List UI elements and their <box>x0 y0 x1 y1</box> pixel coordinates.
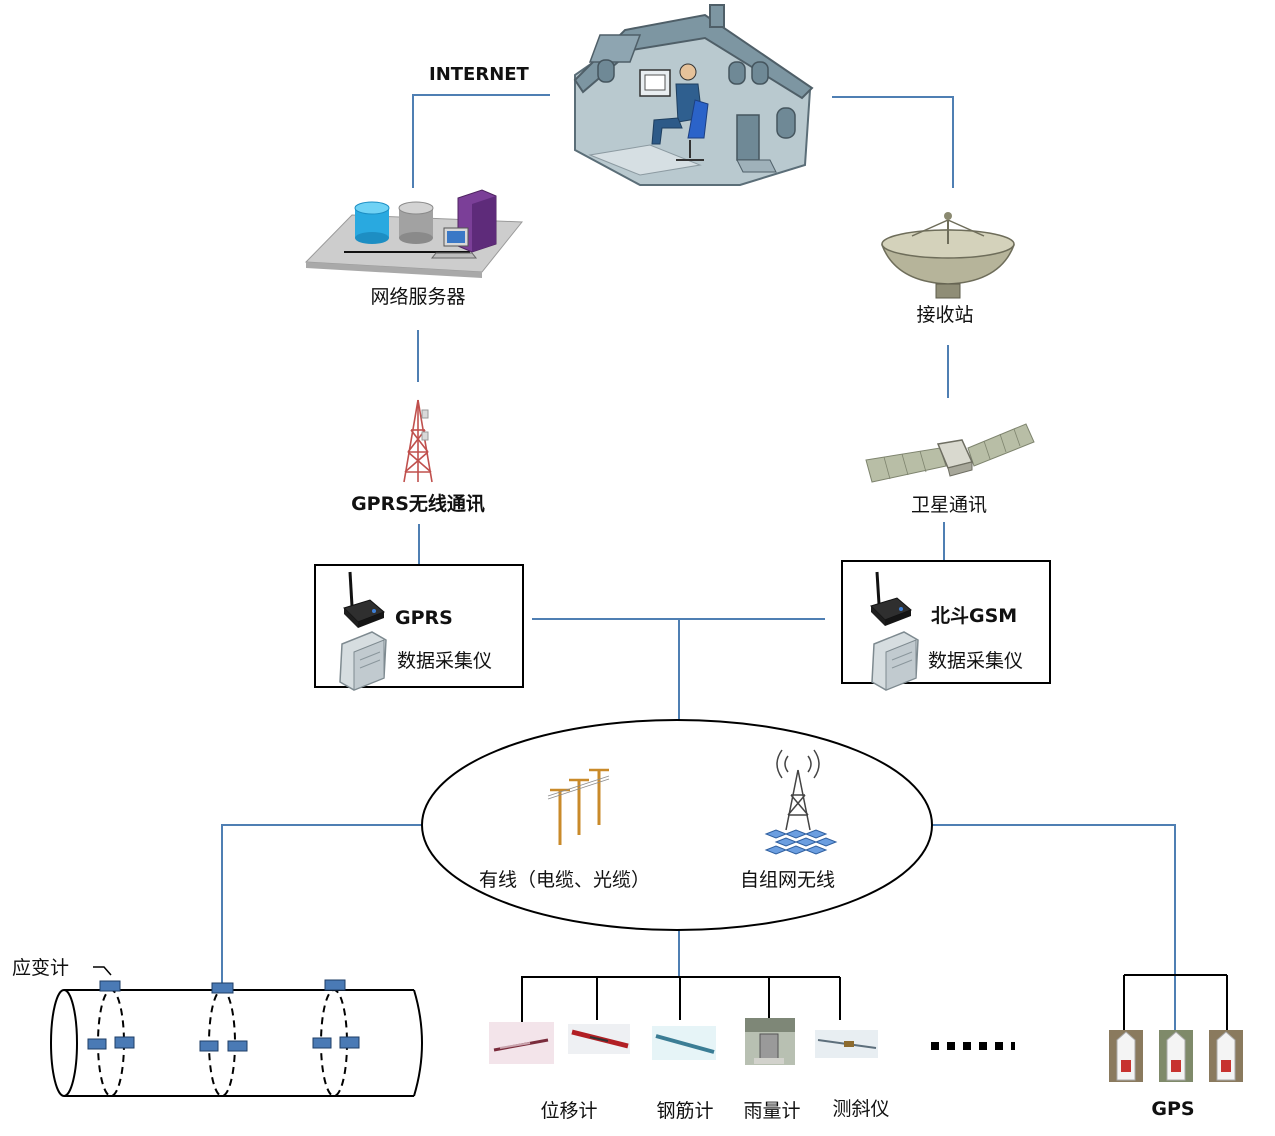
rebar-meter-icon <box>652 1026 716 1060</box>
utility-poles-icon <box>547 768 610 845</box>
gps-marker-icon <box>1109 1030 1143 1082</box>
wireless-mesh-tower-icon <box>764 749 838 855</box>
gprs-logger-title: GPRS <box>395 607 453 629</box>
gprs-modem-icon <box>343 571 385 628</box>
displacement-meter-label: 位移计 <box>540 1100 598 1122</box>
monitoring-house-icon <box>573 4 814 186</box>
rain-gauge-icon <box>745 1018 795 1065</box>
pipe-strain-gauge-icon <box>50 966 423 1097</box>
strain-gauge-label: 应变计 <box>12 957 70 979</box>
displacement-meter-icon <box>489 1022 554 1064</box>
ellipsis-dots-icon <box>931 1042 1015 1050</box>
gprs-logger-subtitle: 数据采集仪 <box>397 650 493 672</box>
gps-marker-icon <box>1159 1030 1193 1082</box>
web-server-label: 网络服务器 <box>370 286 466 308</box>
inclinometer-label: 测斜仪 <box>832 1098 890 1120</box>
inclinometer-icon <box>815 1030 878 1058</box>
beidou-logger-title: 北斗GSM <box>931 605 1018 627</box>
rain-gauge-label: 雨量计 <box>743 1100 801 1122</box>
wired-label: 有线（电缆、光缆） <box>479 869 651 891</box>
satellite-comm-label: 卫星通讯 <box>910 494 988 516</box>
satellite-icon <box>865 423 1035 483</box>
beidou-modem-icon <box>870 571 912 626</box>
web-server-icon <box>304 189 524 278</box>
gps-marker-icon <box>1209 1030 1243 1082</box>
ad-hoc-wireless-label: 自组网无线 <box>740 869 836 891</box>
beidou-logger-device-icon <box>871 631 919 691</box>
internet-label: INTERNET <box>429 64 529 85</box>
gprs-wireless-label: GPRS无线通讯 <box>351 493 485 515</box>
satellite-dish-icon <box>881 212 1015 299</box>
displacement-meter-2-icon <box>568 1024 630 1054</box>
receiving-station-label: 接收站 <box>916 304 974 326</box>
beidou-logger-subtitle: 数据采集仪 <box>928 650 1024 672</box>
sensor-branch-lines <box>521 974 1228 1030</box>
connector-lines <box>221 94 1176 1030</box>
gprs-logger-device-icon <box>339 631 387 691</box>
gprs-tower-icon <box>403 399 433 483</box>
rebar-meter-label: 钢筋计 <box>656 1100 714 1122</box>
gps-label: GPS <box>1151 1098 1195 1120</box>
network-ellipse <box>421 719 933 931</box>
